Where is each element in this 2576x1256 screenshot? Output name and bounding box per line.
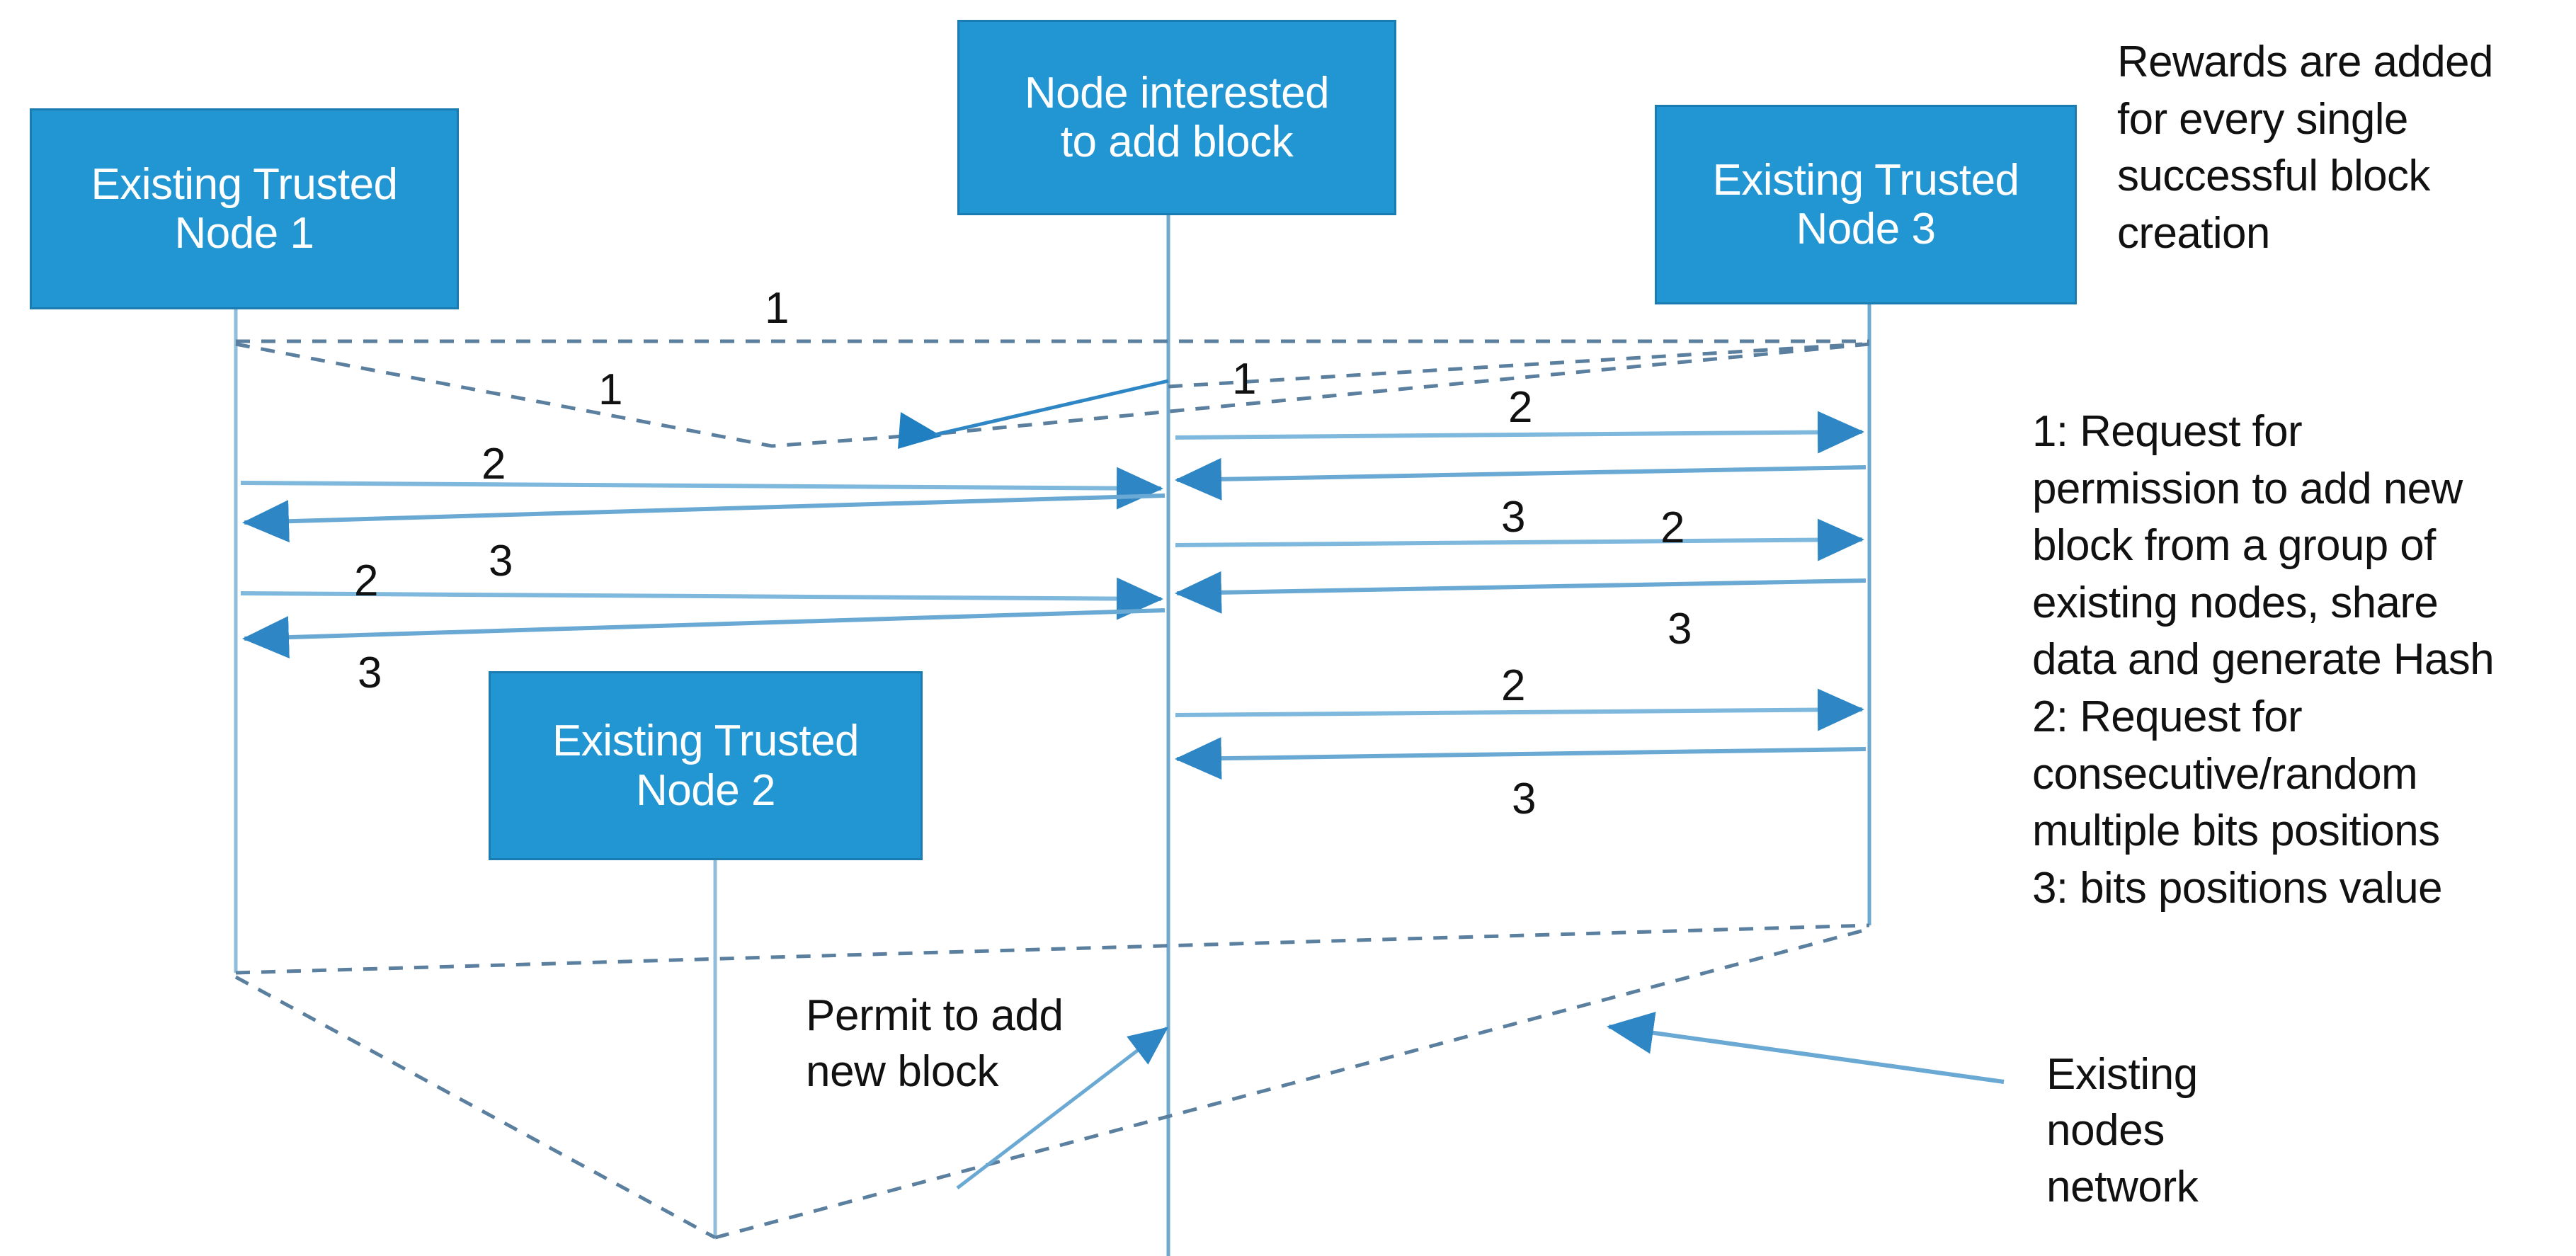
message-center-to-node1-3a	[242, 493, 1166, 543]
sequence-number-label: 3	[1501, 493, 1526, 542]
node2-label-line1: Existing Trusted	[552, 717, 860, 766]
sequence-number-label: 2	[354, 556, 379, 605]
sequence-number-label: 2	[1660, 503, 1685, 552]
node3-label-line2: Node 3	[1796, 205, 1936, 253]
message-center-to-node3-2b	[1175, 518, 1864, 561]
message-center-to-node1-3b	[242, 608, 1166, 659]
node-box-existing-trusted-node-1[interactable]: Existing Trusted Node 1	[30, 108, 459, 309]
sequence-number-label: 2	[481, 440, 506, 489]
lifelines	[234, 215, 1871, 1256]
boundary-bottom-edge	[235, 923, 1870, 975]
permit-to-add-new-block-label: Permit to add new block	[806, 991, 1064, 1097]
node3-label-line1: Existing Trusted	[1712, 155, 2019, 205]
legend-steps: 1: Request for permission to add new blo…	[2032, 407, 2495, 913]
node1-label-line1: Existing Trusted	[91, 159, 398, 209]
node-box-existing-trusted-node-3[interactable]: Existing Trusted Node 3	[1655, 105, 2077, 304]
message-1-center-to-node3-dashed	[1168, 342, 1863, 389]
boundary-lower-left-vee	[234, 975, 717, 1240]
node2-label-line2: Node 2	[636, 765, 775, 815]
sequence-number-label: 3	[358, 649, 382, 697]
node-box-existing-trusted-node-2[interactable]: Existing Trusted Node 2	[489, 671, 923, 860]
network-boundary-dashed	[234, 339, 1870, 1240]
message-node3-to-center-3c	[1175, 737, 1867, 780]
messages-node1	[240, 467, 1166, 659]
existing-network-pointer-line	[1607, 1012, 2005, 1084]
permit-pointer-line	[956, 1027, 1168, 1189]
sequence-number-label: 2	[1508, 383, 1533, 432]
boundary-upper-right-vee	[941, 342, 1870, 435]
message-center-to-node3-2a	[1175, 411, 1864, 454]
center-label-line1: Node interested	[1024, 68, 1330, 118]
existing-nodes-network-label: Existing nodes network	[2046, 1050, 2199, 1211]
boundary-lower-right-vee	[714, 927, 1870, 1240]
message-node1-to-center-2a	[240, 467, 1163, 510]
sequence-number-label: 1	[765, 284, 790, 333]
message-node1-to-center-2b	[240, 577, 1163, 620]
message-node3-to-center-3b	[1175, 571, 1867, 614]
sequence-number-label: 3	[1668, 605, 1692, 653]
boundary-upper-left-vee	[235, 342, 942, 448]
message-center-to-node3-2c	[1175, 688, 1864, 731]
sequence-number-label: 2	[1501, 661, 1526, 710]
center-label-line2: to add block	[1060, 118, 1294, 166]
boundary-vee-arrowhead-icon	[898, 412, 942, 449]
node-box-node-interested-to-add-block[interactable]: Node interested to add block	[957, 20, 1396, 215]
sequence-number-label: 3	[489, 537, 513, 586]
sequence-number-label: 1	[1232, 355, 1257, 404]
node1-label-line2: Node 1	[174, 209, 314, 258]
messages-node3	[1175, 411, 1867, 780]
sequence-number-label: 3	[1512, 775, 1537, 823]
message-group-1	[934, 342, 1863, 437]
message-1-center-to-left	[934, 379, 1169, 437]
sequence-number-label: 1	[598, 365, 623, 414]
message-node3-to-center-3a	[1175, 457, 1867, 501]
rewards-note: Rewards are added for every single succe…	[2117, 38, 2494, 258]
